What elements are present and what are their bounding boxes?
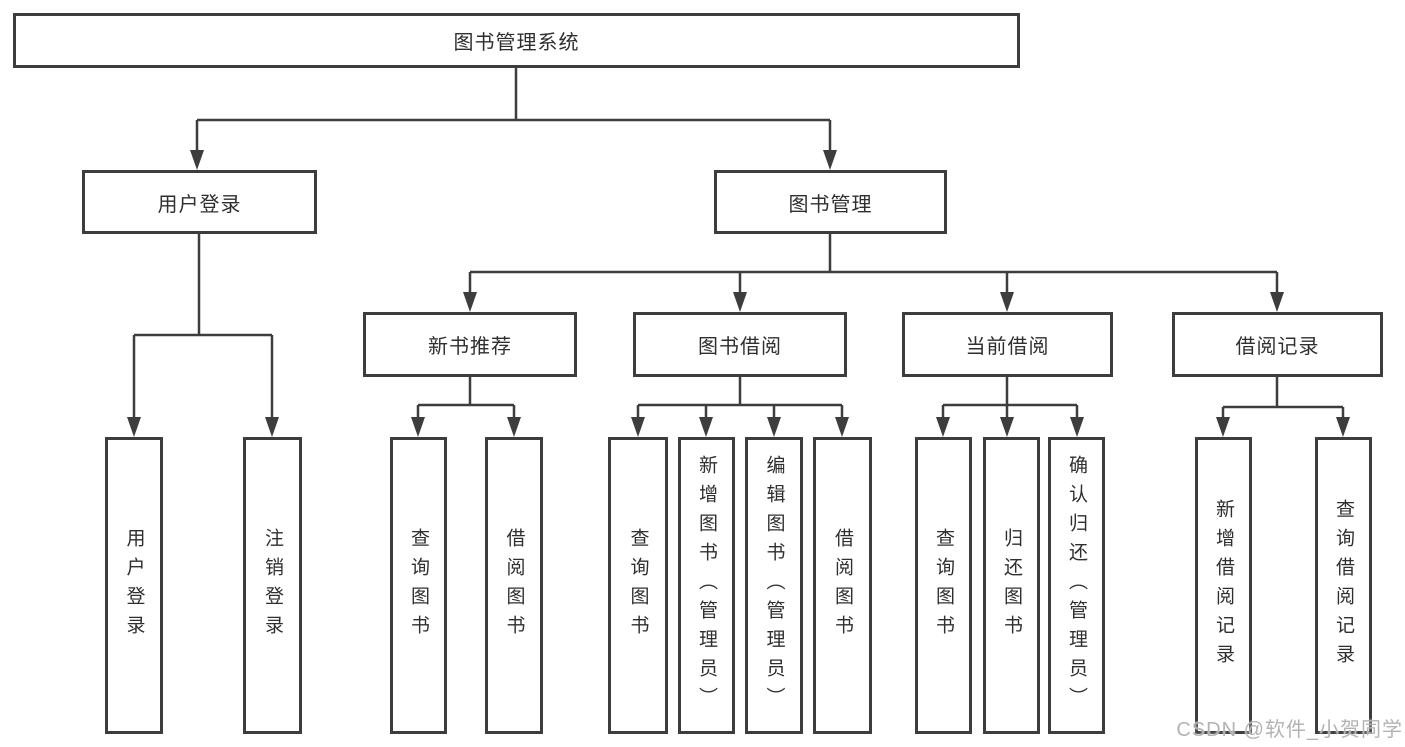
csdn-watermark: CSDN @软件_小贺同学 [1176, 719, 1403, 741]
node-records-add-record-label: 新增借阅记录 [1213, 498, 1234, 673]
arrowhead-icon [733, 292, 747, 312]
arrowhead-icon [1336, 417, 1350, 437]
node-borrow-edit-books-admin-label: 编辑图书（管理员） [763, 455, 785, 716]
arrowhead-icon [1000, 417, 1014, 437]
connector-bookmgmt-to-level3 [468, 234, 1279, 296]
node-borrow-borrow-books-label: 借阅图书 [832, 527, 853, 644]
connector-current-to-children [941, 377, 1079, 421]
arrowhead-icon [631, 417, 645, 437]
node-borrow-records-label: 借阅记录 [1235, 336, 1320, 358]
node-current-query-books: 查询图书 [915, 437, 972, 734]
node-records-query-record-label: 查询借阅记录 [1333, 498, 1354, 673]
connector-root-to-level2 [195, 68, 832, 154]
connector-recommend-to-children [416, 377, 516, 421]
arrowhead-icon [1000, 292, 1014, 312]
node-current-return-books-label: 归还图书 [1001, 527, 1022, 644]
node-new-book-recommend: 新书推荐 [363, 312, 577, 377]
node-new-book-recommend-label: 新书推荐 [428, 336, 512, 358]
node-leaf-user-login-label: 用户登录 [123, 527, 145, 644]
node-current-borrow-label: 当前借阅 [965, 336, 1050, 358]
node-current-query-books-label: 查询图书 [933, 527, 954, 644]
node-borrow-add-books-admin: 新增图书（管理员） [678, 437, 735, 734]
node-library-system: 图书管理系统 [13, 13, 1020, 68]
node-current-confirm-return-admin: 确认归还（管理员） [1048, 437, 1105, 734]
node-leaf-logout: 注销登录 [243, 437, 302, 734]
arrowhead-icon [411, 417, 425, 437]
arrowhead-icon [1070, 417, 1084, 437]
node-user-login-label: 用户登录 [157, 193, 242, 216]
node-leaf-user-login: 用户登录 [105, 437, 163, 734]
node-records-add-record: 新增借阅记录 [1195, 437, 1252, 734]
node-borrow-borrow-books: 借阅图书 [813, 437, 872, 734]
node-recommend-query-books: 查询图书 [390, 437, 447, 734]
arrowhead-icon [823, 150, 837, 170]
node-current-borrow: 当前借阅 [902, 312, 1113, 377]
node-borrow-query-books-label: 查询图书 [627, 527, 649, 644]
node-current-return-books: 归还图书 [983, 437, 1040, 734]
node-recommend-borrow-books-label: 借阅图书 [503, 527, 525, 644]
node-library-system-label: 图书管理系统 [453, 32, 580, 54]
arrowhead-icon [265, 417, 279, 437]
arrowhead-icon [463, 292, 477, 312]
node-borrow-add-books-admin-label: 新增图书（管理员） [696, 455, 717, 716]
node-records-query-record: 查询借阅记录 [1315, 437, 1372, 734]
node-borrow-query-books: 查询图书 [608, 437, 668, 734]
connector-records-to-children [1221, 377, 1345, 421]
connector-borrow-to-children [636, 377, 844, 421]
arrowhead-icon [507, 417, 521, 437]
arrowhead-icon [835, 417, 849, 437]
arrowhead-icon [127, 417, 141, 437]
node-book-borrow: 图书借阅 [633, 312, 847, 377]
node-borrow-records: 借阅记录 [1172, 312, 1383, 377]
node-borrow-edit-books-admin: 编辑图书（管理员） [745, 437, 803, 734]
node-leaf-logout-label: 注销登录 [262, 527, 283, 644]
arrowhead-icon [936, 417, 950, 437]
node-user-login: 用户登录 [82, 170, 317, 234]
arrowhead-icon [1270, 292, 1284, 312]
node-recommend-borrow-books: 借阅图书 [485, 437, 543, 734]
arrowhead-icon [190, 150, 204, 170]
arrowhead-icon [699, 417, 713, 437]
arrowheads [127, 150, 1350, 437]
arrowhead-icon [1216, 417, 1230, 437]
node-recommend-query-books-label: 查询图书 [408, 527, 429, 644]
node-book-borrow-label: 图书借阅 [698, 336, 782, 358]
node-current-confirm-return-admin-label: 确认归还（管理员） [1066, 455, 1087, 716]
node-book-management-label: 图书管理 [788, 193, 873, 216]
connector-strokes [132, 68, 1345, 421]
connector-userlogin-to-children [132, 234, 274, 421]
arrowhead-icon [767, 417, 781, 437]
node-book-management: 图书管理 [714, 170, 947, 234]
